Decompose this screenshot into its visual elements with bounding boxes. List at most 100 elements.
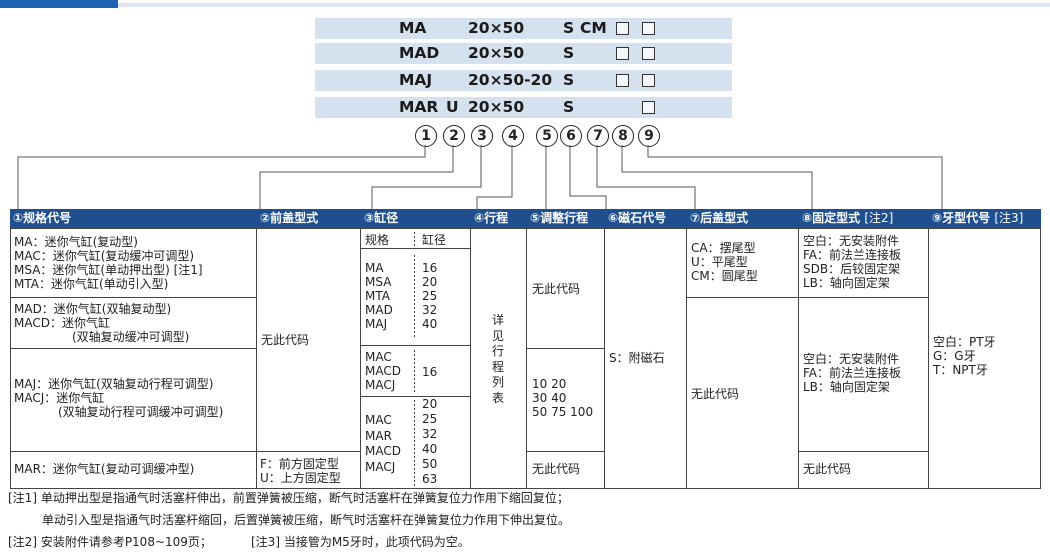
rear-cover-options: CA：摆尾型 U：平尾型 CM：圆尾型: [691, 241, 758, 283]
adjust-none-top: 无此代码: [532, 282, 581, 296]
bore-value: 25: [422, 289, 438, 303]
bore-spec: MA: [365, 261, 384, 275]
bore-group-2-specs: MAC MACD MACJ: [365, 350, 401, 392]
position-marker: 4: [502, 125, 524, 147]
stroke-see-table: 详 见 行 程 列 表: [492, 313, 504, 406]
stroke-char: 表: [492, 390, 505, 405]
option-placeholder-box: [642, 47, 655, 60]
model-code-series: MAJ: [399, 71, 433, 89]
model-code-magnet: S: [563, 44, 575, 62]
adjust-value: 10 20: [532, 377, 567, 391]
bore-spec: MAR: [365, 428, 392, 443]
bore-value: 20: [422, 397, 438, 411]
model-code-magnet: S: [563, 19, 575, 37]
stroke-char: 程: [492, 359, 505, 374]
model-code-mount: U: [446, 98, 459, 116]
mounting-none: 无此代码: [803, 462, 852, 476]
thread-options: 空白：PT牙 G：G牙 T：NPT牙: [933, 335, 996, 377]
leader-lines: [17, 145, 943, 209]
bore-header-spec: 规格: [365, 233, 390, 247]
bore-value: 20: [422, 275, 438, 289]
option-placeholder-box: [616, 22, 629, 35]
rear-cover-option: CA：摆尾型: [691, 241, 756, 255]
model-code-size: 20×50: [468, 98, 525, 116]
stroke-char: 列: [492, 375, 505, 389]
top-accent-bar: [0, 0, 118, 8]
front-cover-option: U：上方固定型: [260, 471, 341, 485]
option-placeholder-box: [616, 74, 629, 87]
spec-line: MSA：迷你气缸(单动押出型) [注1]: [14, 263, 203, 277]
header-adjust-stroke: ⑤调整行程: [527, 209, 605, 228]
front-cover-none: 无此代码: [261, 333, 310, 347]
mounting-option: 空白：无安装附件: [803, 352, 900, 366]
bore-spec: MSA: [365, 275, 392, 289]
header-rear-cover: ⑦后盖型式: [687, 209, 799, 228]
bore-spec: MAJ: [365, 317, 388, 331]
model-code-series: MAR: [399, 98, 439, 116]
adjust-value: 50 75 100: [532, 405, 594, 419]
spec-line: MAR：迷你气缸(复动可调缓冲型): [14, 462, 195, 476]
model-code-row: MA 20×50 S CM: [315, 18, 732, 39]
mounting-group-1: 空白：无安装附件 FA：前法兰连接板 SDB：后铰固定架 LB：轴向固定架: [803, 234, 901, 290]
model-code-row: MAJ 20×50-20 S: [315, 70, 732, 91]
footnote-1a: [注1] 单动押出型是指通气时活塞杆伸出，前置弹簧被压缩，断气时活塞杆在弹簧复位…: [8, 491, 569, 505]
bore-spec: MACJ: [365, 378, 396, 392]
spec-line: MA：迷你气缸(复动型): [14, 235, 138, 249]
rear-cover-option: CM：圆尾型: [691, 269, 758, 283]
spec-line: MTA：迷你气缸(单动引入型): [14, 277, 169, 291]
position-marker: 6: [560, 125, 582, 147]
model-code-rear: CM: [580, 19, 607, 37]
model-code-size: 20×50: [468, 19, 525, 37]
rear-cover-none: 无此代码: [691, 387, 740, 401]
bore-value: 16: [422, 261, 438, 275]
spec-line: MACD：迷你气缸: [14, 316, 110, 330]
spec-group-2: MAD：迷你气缸(双轴复动型) MACD：迷你气缸 (双轴复动缓冲可调型): [14, 302, 189, 344]
model-code-size: 20×50-20: [468, 71, 553, 89]
adjust-values: 10 20 30 40 50 75 100: [532, 377, 593, 419]
model-code-magnet: S: [563, 71, 575, 89]
bore-spec: MAD: [365, 303, 393, 317]
mounting-option: 空白：无安装附件: [803, 234, 900, 248]
bore-spec: MAC: [365, 350, 392, 364]
spec-line: MACJ：迷你气缸: [14, 391, 105, 405]
bore-value: 32: [422, 303, 438, 317]
position-marker: 7: [587, 125, 609, 147]
spec-group-3: MAJ：迷你气缸(双轴复动行程可调型) MACJ：迷你气缸 (双轴复动行程可调缓…: [14, 377, 223, 419]
spec-line: (双轴复动行程可调缓冲可调型): [58, 405, 224, 419]
position-marker: 3: [471, 125, 493, 147]
model-code-size: 20×50: [468, 44, 525, 62]
bore-value: 63: [422, 472, 438, 486]
header-mounting-note: [注2]: [864, 211, 894, 225]
header-magnet: ⑥磁石代号: [605, 209, 687, 228]
bore-value: 40: [422, 442, 438, 456]
bore-spec: MACD: [365, 444, 401, 458]
mounting-option: SDB：后铰固定架: [803, 262, 901, 276]
magnet-option: S：附磁石: [609, 351, 665, 365]
spec-line: MAD：迷你气缸(双轴复动型): [14, 302, 172, 316]
mounting-group-2: 空白：无安装附件 FA：前法兰连接板 LB：轴向固定架: [803, 352, 901, 394]
front-cover-options: F：前方固定型 U：上方固定型: [260, 457, 341, 485]
mounting-option: FA：前法兰连接板: [803, 248, 902, 262]
header-front-cover: ②前盖型式: [257, 209, 361, 228]
header-stroke: ④行程: [471, 209, 527, 228]
position-marker: 5: [536, 125, 558, 147]
bore-value: 50: [422, 457, 438, 471]
bore-spec: MACD: [365, 364, 401, 378]
header-thread-note: [注3]: [994, 211, 1024, 225]
stroke-char: 见: [492, 328, 505, 343]
stroke-char: 详: [492, 313, 505, 327]
bore-header-bore: 缸径: [422, 233, 447, 247]
table-lines: [10, 228, 1041, 489]
option-placeholder-box: [642, 101, 655, 114]
header-thread: ⑨牙型代号 [注3]: [929, 209, 1041, 228]
header-mounting-label: ⑧固定型式: [802, 211, 861, 225]
thread-option: 空白：PT牙: [933, 335, 996, 349]
model-code-series: MA: [399, 19, 427, 37]
spec-line: (双轴复动缓冲可调型): [72, 330, 190, 344]
adjust-value: 30 40: [532, 391, 567, 405]
spec-line: MAC：迷你气缸(复动缓冲可调型): [14, 249, 195, 263]
position-marker: 2: [443, 125, 465, 147]
bore-value: 40: [422, 317, 438, 331]
option-placeholder-box: [642, 22, 655, 35]
